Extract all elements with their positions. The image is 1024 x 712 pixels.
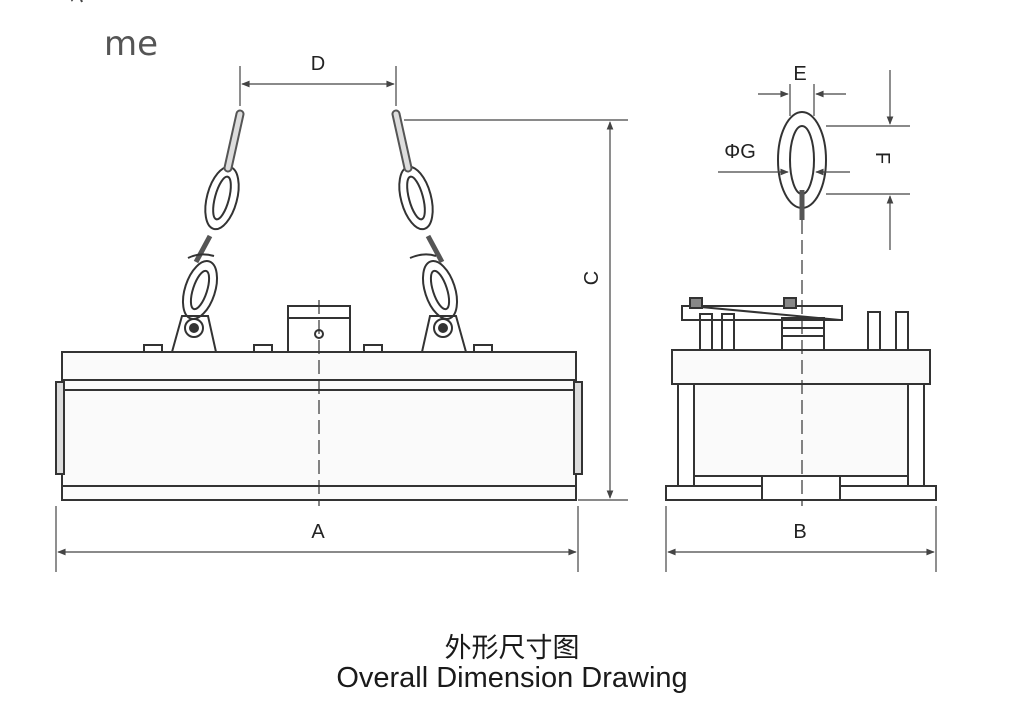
label-g: ΦG [724, 141, 756, 163]
label-d: D [311, 53, 325, 75]
side-view [665, 111, 937, 506]
front-view [55, 109, 583, 506]
label-a: A [311, 521, 325, 543]
label-b: B [793, 521, 806, 543]
corner-text: me [104, 24, 159, 64]
caption-chinese: 外形尺寸图 [444, 633, 580, 664]
label-f: F [871, 152, 893, 164]
front-dimensions [55, 66, 628, 572]
side-dimensions [665, 70, 937, 572]
label-c: C [581, 271, 603, 285]
caption-english: Overall Dimension Drawing [336, 662, 688, 694]
label-e: E [793, 63, 806, 85]
